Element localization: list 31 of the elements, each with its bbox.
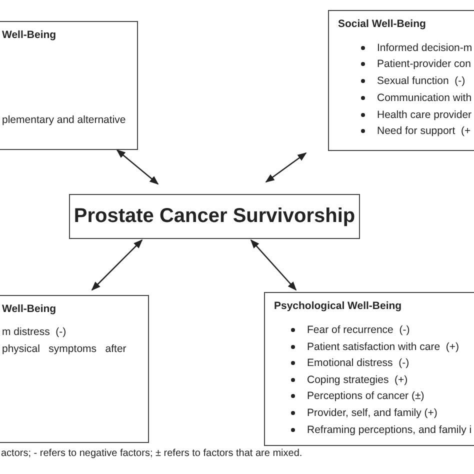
item-text: physical symptoms after: [2, 343, 126, 355]
footnote: actors; - refers to negative factors; ± refers to factors that are mixed.: [1, 448, 302, 459]
box-heading: Social Well-Being: [338, 18, 426, 30]
double-arrow: [250, 239, 297, 291]
bullet-item: Sexual function (-): [361, 75, 466, 87]
bullet-item: Provider, self, and family (+): [291, 407, 438, 419]
bullet-item: Informed decision-m: [361, 42, 472, 54]
bullet-item: Patient satisfaction with care (+): [291, 341, 460, 353]
item-text: plementary and alternative: [2, 114, 126, 126]
bullet-item: Need for support (+: [361, 125, 471, 137]
bullet-item: Emotional distress (-): [291, 357, 410, 369]
bullet-item: Coping strategies (+): [291, 374, 408, 386]
title-box: [69, 194, 360, 239]
category-box: [328, 10, 474, 151]
box-heading: Well-Being: [2, 303, 56, 315]
double-arrow: [265, 152, 307, 183]
category-box: [264, 292, 474, 446]
bullet-item: Perceptions of cancer (±): [291, 390, 424, 402]
box-heading: Psychological Well-Being: [274, 300, 402, 312]
box-heading: Well-Being: [2, 29, 56, 41]
item-text: m distress (-): [2, 326, 66, 338]
double-arrow: [116, 149, 159, 185]
double-arrow: [91, 239, 143, 291]
bullet-item: Fear of recurrence (-): [291, 324, 410, 336]
bullet-item: Communication with: [361, 92, 472, 104]
bullet-item: Patient-provider con: [361, 58, 471, 70]
category-box: [0, 21, 138, 150]
bullet-item: Reframing perceptions, and family i: [291, 424, 472, 436]
category-box: [0, 295, 149, 443]
box-title: Prostate Cancer Survivorship: [72, 205, 356, 227]
bullet-item: Health care provider: [361, 109, 472, 121]
